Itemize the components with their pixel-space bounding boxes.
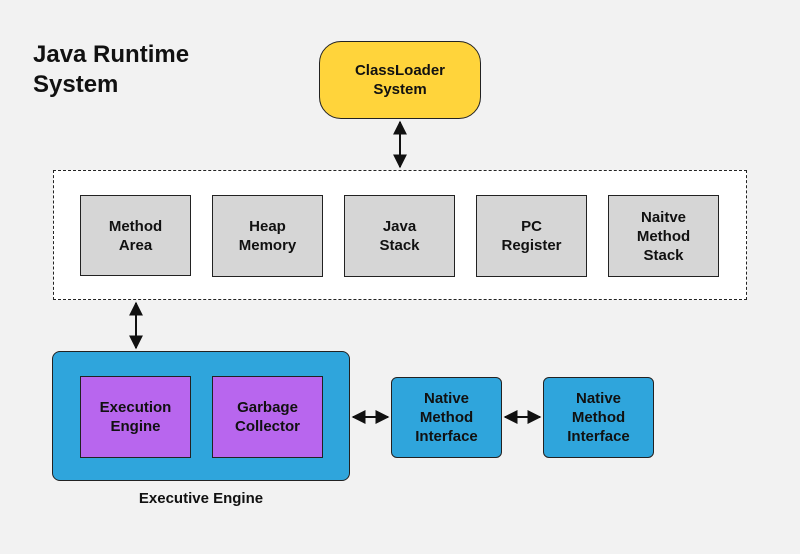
memory-label-line: Method [636, 227, 691, 245]
garbage-collector-box: Garbage Collector [212, 376, 323, 458]
native-label-line: Native [423, 390, 470, 407]
classloader-line: ClassLoader [354, 62, 446, 79]
memory-area-method: Method Area [80, 195, 191, 276]
memory-label-line: PC [521, 218, 542, 235]
classloader-box: ClassLoader System [319, 41, 481, 119]
memory-label-line: Stack [643, 246, 684, 264]
title-line: Java Runtime [33, 41, 190, 68]
memory-label-line: Naitve [640, 208, 687, 226]
engine-label-line: Engine [110, 418, 161, 435]
diagram-title: Java Runtime System [33, 40, 189, 100]
memory-label-line: Register [501, 237, 562, 254]
native-label-line: Method [571, 409, 626, 426]
memory-area-heap: Heap Memory [212, 195, 323, 277]
memory-area-java-stack: Java Stack [344, 195, 455, 277]
native-label-line: Interface [415, 428, 478, 445]
native-label-line: Interface [567, 428, 630, 445]
memory-label-line: Memory [238, 237, 297, 254]
native-label-line: Method [419, 409, 474, 426]
memory-label-line: Method [108, 217, 163, 235]
native-label-line: Native [575, 390, 622, 407]
title-line: System [33, 71, 119, 98]
engine-label-line: Execution [99, 399, 172, 416]
executive-engine-label: Executive Engine [138, 490, 264, 507]
memory-label-line: Java [382, 218, 417, 235]
native-interface-box-2: Native Method Interface [543, 377, 654, 458]
execution-engine-box: Execution Engine [80, 376, 191, 458]
memory-area-native-stack: Naitve Method Stack [608, 195, 719, 277]
engine-label-line: Collector [234, 418, 300, 435]
memory-area-pc-register: PC Register [476, 195, 587, 277]
classloader-line: System [373, 81, 427, 98]
native-interface-box-1: Native Method Interface [391, 377, 502, 458]
memory-label-line: Heap [249, 218, 286, 235]
memory-label-line: Area [118, 236, 153, 254]
engine-label-line: Garbage [237, 399, 298, 416]
memory-label-line: Stack [379, 237, 420, 254]
